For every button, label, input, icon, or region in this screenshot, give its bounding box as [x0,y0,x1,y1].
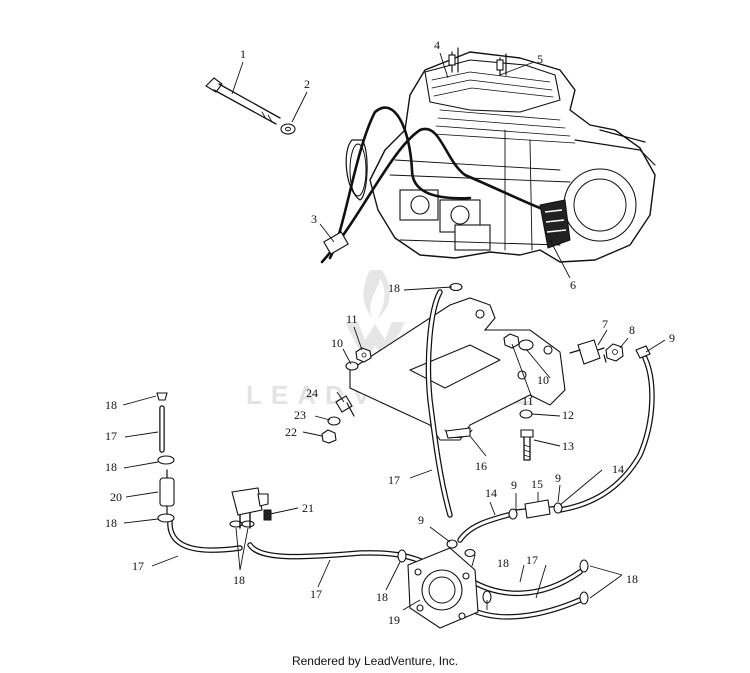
callout-18-valve: 18 [233,573,245,587]
callouts: 1 2 3 4 5 6 7 8 9 9 9 9 10 10 11 11 12 1… [105,38,675,627]
callout-5: 5 [537,52,543,66]
nut-22 [321,429,337,444]
callout-9-right: 9 [555,471,561,485]
fuel-pump-19 [407,547,479,629]
bolt-1 [205,77,281,125]
fuel-hose-14-lower [457,512,511,543]
callout-18-a: 18 [105,398,117,412]
callout-7: 7 [602,317,608,331]
callout-17-long: 17 [310,587,322,601]
callout-21: 21 [302,501,314,515]
washer-2 [280,123,296,135]
callout-9-lower: 9 [418,513,424,527]
callout-14-lower: 14 [485,486,497,500]
callout-9-top: 9 [669,331,675,345]
nut-8 [605,343,624,362]
callout-18-pump-left: 18 [376,590,388,604]
callout-2: 2 [304,77,310,91]
callout-24: 24 [306,386,318,400]
callout-17-filter: 17 [105,429,117,443]
fitting-23 [327,416,341,426]
washer-12 [519,409,533,419]
callout-14-right: 14 [612,462,624,476]
callout-4: 4 [434,38,440,52]
callout-22: 22 [285,425,297,439]
callout-20: 20 [110,490,122,504]
fuel-hose-17-vertical [425,289,453,518]
callout-6: 6 [570,278,576,292]
fuel-valve-21 [231,487,272,529]
callout-10-right: 10 [537,373,549,387]
nut-11-right [503,333,520,349]
callout-10-left: 10 [331,336,343,350]
callout-12: 12 [562,408,574,422]
callout-1: 1 [240,47,246,61]
footer-credit: Rendered by LeadVenture, Inc. [291,654,459,668]
callout-18-b: 18 [105,460,117,474]
callout-16: 16 [475,459,487,473]
callout-3: 3 [311,212,317,226]
callout-18-top: 18 [388,281,400,295]
callout-18-far-right: 18 [626,572,638,586]
callout-8: 8 [629,323,635,337]
damper-7 [569,339,607,365]
callout-17-pump: 17 [526,553,538,567]
bolt-13 [520,429,534,461]
callout-18-c: 18 [105,516,117,530]
fuel-hose-17-pump-out [465,569,583,620]
callout-9-mid: 9 [511,478,517,492]
fitting-24 [335,395,355,417]
callout-11-left: 11 [346,312,358,326]
check-valve-15 [515,499,559,519]
mount-bracket-16 [349,297,566,441]
washer-10-left [345,361,359,371]
engine-assembly [320,47,656,264]
washer-10-right [518,339,534,351]
callout-15: 15 [531,477,543,491]
callout-18-pump-right: 18 [497,556,509,570]
callout-17-vertical: 17 [388,473,400,487]
callout-19: 19 [388,613,400,627]
fuel-hose-14-right [557,355,655,513]
fuel-hose-17-long [247,542,433,568]
fuel-hose-17-left [167,517,243,553]
callout-11-right: 11 [522,394,534,408]
leader-lines [122,52,666,611]
fuel-filter-20 [159,469,175,515]
callout-17-left: 17 [132,559,144,573]
callout-23: 23 [294,408,306,422]
nut-11-left [355,347,372,363]
callout-13: 13 [562,439,574,453]
